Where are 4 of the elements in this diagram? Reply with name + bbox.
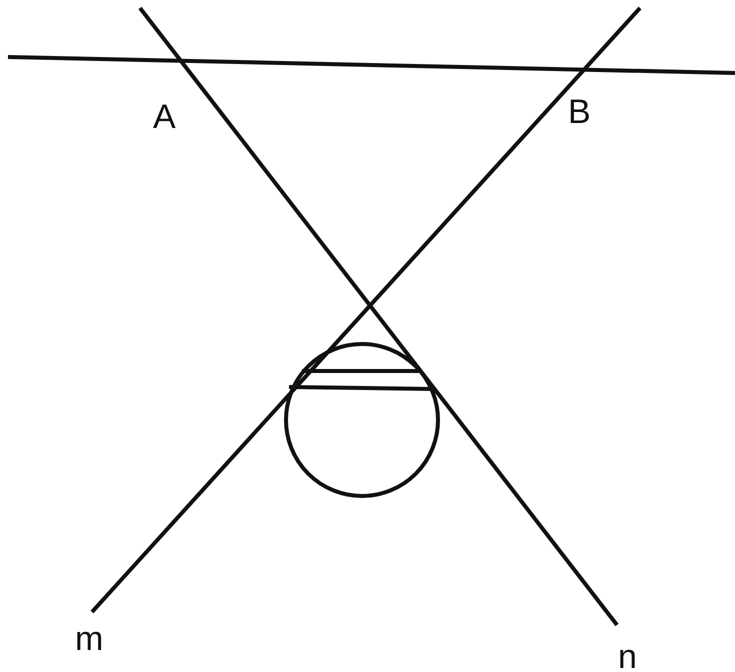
point-label: A [153, 100, 176, 134]
point-label: m [75, 622, 104, 656]
point-label: B [568, 95, 591, 129]
point-label: n [618, 640, 637, 672]
